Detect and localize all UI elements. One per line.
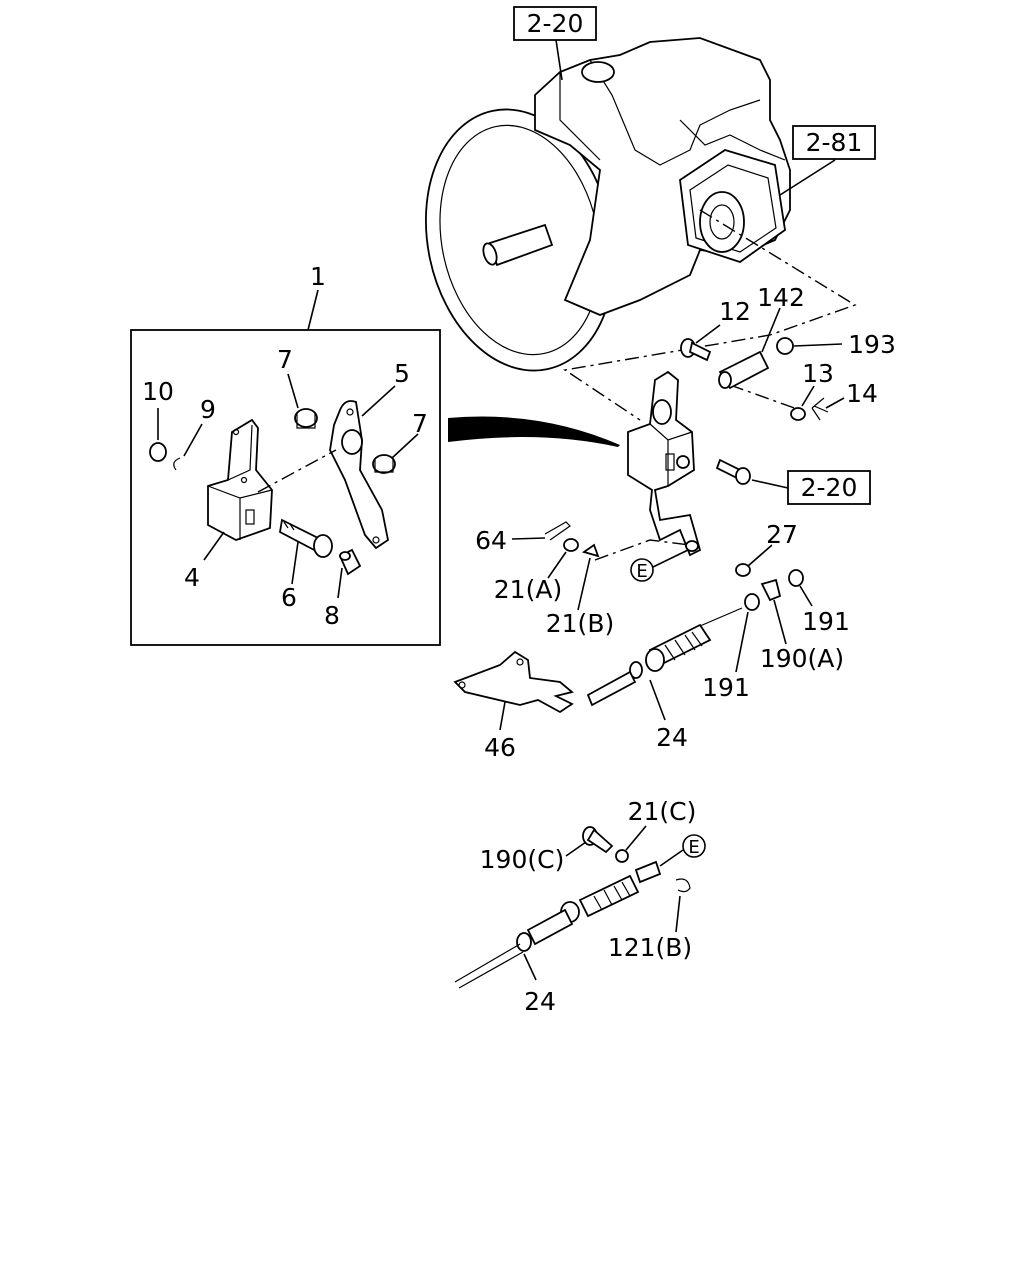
label-64: 64	[475, 526, 507, 555]
cable-part-24-lower	[454, 860, 662, 989]
label-21a: 21(A)	[494, 575, 562, 604]
label-27: 27	[766, 520, 798, 549]
label-4: 4	[184, 563, 200, 592]
nut-part-10	[149, 442, 167, 462]
label-8: 8	[324, 601, 340, 630]
fitting-part-190a	[760, 578, 782, 602]
cable-part-24-upper	[586, 607, 743, 707]
washer-part-27	[735, 563, 751, 577]
bolt-part-12	[680, 338, 712, 362]
label-121b: 121(B)	[608, 933, 692, 962]
ref-box-top: 2-20	[513, 6, 597, 81]
ref-right-text: 2-81	[806, 128, 863, 157]
fitting-part-8	[338, 548, 362, 576]
label-191-right: 191	[802, 607, 850, 636]
label-14: 14	[846, 379, 878, 408]
bracket-part-46	[453, 650, 574, 714]
washer-part-13	[790, 407, 806, 421]
washer-part-21c	[615, 849, 629, 863]
bracket-part-4	[207, 418, 273, 541]
marker-e-lower-text: E	[688, 837, 699, 858]
label-21c: 21(C)	[628, 797, 697, 826]
ref-mid-text: 2-20	[801, 473, 858, 502]
nut-part-191-left	[744, 593, 760, 611]
marker-e-upper-text: E	[636, 561, 647, 582]
link-part-142	[718, 350, 770, 390]
label-10: 10	[142, 377, 174, 406]
label-190a: 190(A)	[760, 644, 844, 673]
clip-part-21b	[581, 543, 600, 558]
nut-part-191-right	[788, 569, 804, 587]
bushing-part-7-upper	[294, 408, 318, 429]
detail-pointer-arrow	[448, 416, 620, 447]
label-191-left: 191	[702, 673, 750, 702]
install-line-cable	[594, 539, 691, 561]
ref-box-right: 2-81	[779, 125, 876, 196]
label-46: 46	[484, 733, 516, 762]
label-24-upper: 24	[656, 723, 688, 752]
bolt-part-190c	[582, 826, 614, 854]
label-9: 9	[200, 395, 216, 424]
clip-part-9	[173, 457, 181, 471]
label-142: 142	[757, 283, 805, 312]
label-1: 1	[310, 262, 326, 291]
label-190c: 190(C)	[480, 845, 565, 874]
pin-part-6	[279, 518, 333, 558]
marker-e-upper: E	[630, 549, 689, 582]
marker-e-lower: E	[659, 834, 706, 867]
label-6: 6	[281, 583, 297, 612]
install-line-bracket	[563, 209, 857, 421]
detail-box: 1	[130, 262, 441, 646]
ref-top-text: 2-20	[527, 9, 584, 38]
label-21b: 21(B)	[546, 609, 614, 638]
nut-part-193	[776, 337, 794, 355]
clip-part-14	[811, 397, 829, 421]
label-7-upper: 7	[277, 345, 293, 374]
label-5: 5	[394, 359, 410, 388]
label-193: 193	[848, 330, 896, 359]
label-7-lower: 7	[412, 409, 428, 438]
clip-part-121b	[675, 878, 691, 893]
bolt-ref-mid	[715, 458, 751, 485]
label-24-lower: 24	[524, 987, 556, 1016]
washer-part-21a	[563, 538, 579, 552]
transmission-housing	[425, 37, 791, 372]
bushing-part-7-lower	[372, 454, 396, 474]
install-line-bolt	[729, 384, 801, 411]
cotter-pin-part-64	[544, 521, 571, 541]
main-bracket-assembly	[627, 370, 702, 557]
label-13: 13	[802, 359, 834, 388]
label-12: 12	[719, 297, 751, 326]
ref-box-mid: 2-20	[751, 470, 871, 505]
